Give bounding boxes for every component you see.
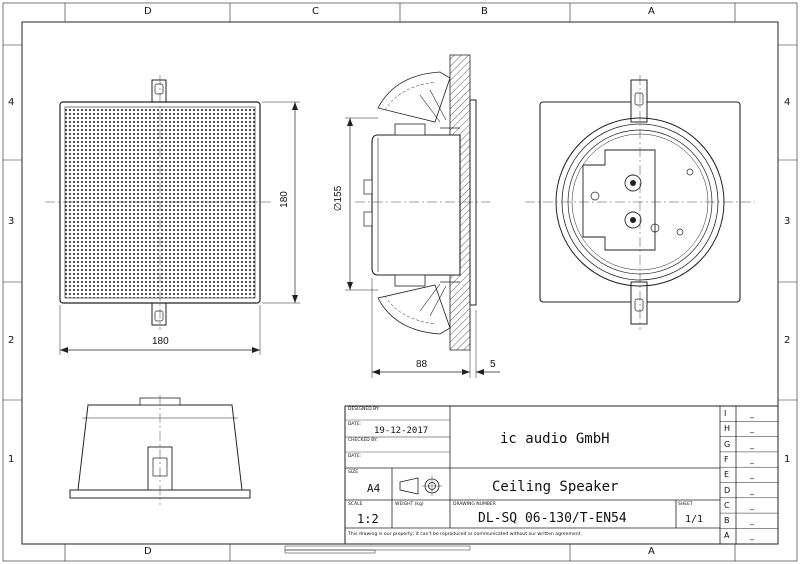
designed-by-label: DESIGNED BY: (348, 407, 380, 412)
zone-label-top-d: D (144, 6, 152, 17)
drawing-number: DL-SQ 06-130/T-EN54 (478, 511, 627, 526)
dimension-side-diameter: ∅155 (333, 185, 345, 212)
zone-label-top-c: C (312, 6, 319, 17)
zone-label-left-4: 4 (8, 97, 15, 108)
rear-view (525, 75, 755, 330)
date-label-1: DATE: (348, 422, 362, 427)
zone-label-left-1: 1 (8, 454, 15, 465)
sheet-value: 1/1 (685, 514, 704, 525)
revision-table: I_ H_ G_ F_ E_ D_ C_ B_ A_ (720, 406, 778, 544)
revision-row: B_ (720, 513, 778, 528)
revision-row: I_ (720, 406, 778, 421)
zone-label-right-1: 1 (784, 454, 791, 465)
revision-value: _ (750, 531, 754, 541)
weight-label: WEIGHT (kg) (395, 502, 424, 507)
date-label-2: DATE: (348, 454, 362, 459)
revision-row: F_ (720, 452, 778, 467)
sheet-label: SHEET (678, 502, 693, 507)
size-value: A4 (367, 482, 381, 495)
revision-value: _ (750, 439, 754, 449)
revision-value: _ (750, 409, 754, 418)
dimension-front-width: 180 (152, 336, 169, 347)
zone-label-left-2: 2 (8, 335, 15, 346)
revision-letter: H (724, 424, 731, 434)
zone-label-right-4: 4 (784, 97, 791, 108)
size-label: SIZE (348, 470, 359, 475)
scale-label: SCALE (348, 502, 363, 507)
revision-value: _ (750, 485, 754, 495)
revision-value: _ (750, 500, 754, 510)
drawing-number-label: DRAWING NUMBER (453, 502, 496, 507)
revision-value: _ (750, 424, 754, 434)
zone-label-right-2: 2 (784, 335, 791, 346)
company-name: ic audio GmbH (500, 431, 610, 447)
drawing-title: Ceiling Speaker (492, 479, 619, 495)
revision-row: G_ (720, 437, 778, 452)
revision-letter: I (724, 409, 727, 418)
revision-value: _ (750, 454, 754, 464)
front-view (45, 75, 300, 355)
revision-value: _ (750, 516, 754, 526)
side-elevation-view (69, 395, 251, 505)
zone-label-left-3: 3 (8, 216, 15, 227)
revision-letter: B (724, 516, 730, 526)
zone-label-bottom-d: D (144, 546, 152, 557)
zone-label-top-a: A (648, 6, 655, 17)
checked-by-label: CHECKED BY: (348, 438, 378, 443)
revision-letter: D (724, 485, 731, 495)
revision-row: H_ (720, 421, 778, 436)
revision-value: _ (750, 470, 754, 480)
dimension-side-depth: 88 (416, 359, 428, 370)
revision-letter: E (724, 470, 730, 480)
revision-letter: F (724, 454, 729, 464)
revision-row: A_ (720, 528, 778, 543)
zone-label-right-3: 3 (784, 216, 791, 227)
date-value: 19-12-2017 (374, 426, 429, 436)
side-view (345, 54, 500, 378)
dimension-flange: 5 (490, 359, 496, 370)
zone-label-top-b: B (481, 6, 488, 17)
revision-letter: C (724, 500, 730, 510)
revision-letter: A (724, 531, 730, 541)
disclaimer: This drawing is our property; it can't b… (348, 532, 582, 537)
scale-value: 1:2 (357, 512, 379, 526)
zone-label-bottom-a: A (648, 546, 655, 557)
revision-row: C_ (720, 498, 778, 513)
title-block (344, 405, 779, 545)
revision-row: D_ (720, 483, 778, 498)
dimension-front-height: 180 (278, 191, 290, 208)
revision-letter: G (724, 439, 731, 449)
revision-row: E_ (720, 467, 778, 482)
